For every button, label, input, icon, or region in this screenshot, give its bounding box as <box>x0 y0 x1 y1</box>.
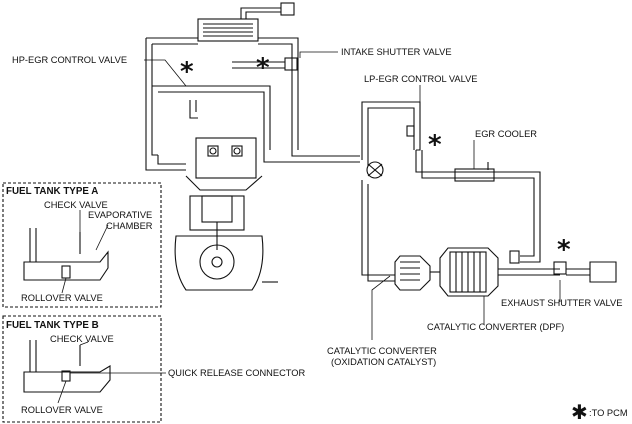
fuel-tank-a-evap-line2: CHAMBER <box>106 221 153 231</box>
leader-lines <box>57 51 561 404</box>
fuel-tank-a-check-valve: CHECK VALVE <box>44 200 108 210</box>
pcm-marker-intake-shutter: * <box>256 53 270 83</box>
exhaust-line <box>394 247 617 297</box>
fuel-tank-b-check-valve: CHECK VALVE <box>50 334 114 344</box>
fuel-tank-a-title: FUEL TANK TYPE A <box>6 186 98 197</box>
legend-pcm-symbol: ✱ <box>571 400 588 424</box>
intake-pipes <box>145 2 360 171</box>
fuel-tank-a-evap-line1: EVAPORATIVE <box>88 210 152 220</box>
turbo-lp-egr <box>361 101 541 282</box>
label-intake-shutter-valve: INTAKE SHUTTER VALVE <box>341 47 452 57</box>
pcm-marker-lp-egr: * <box>428 130 442 160</box>
label-quick-release-connector: QUICK RELEASE CONNECTOR <box>168 368 306 378</box>
label-hp-egr-control-valve: HP-EGR CONTROL VALVE <box>12 55 127 65</box>
label-egr-cooler: EGR COOLER <box>475 129 537 139</box>
label-exhaust-shutter-valve: EXHAUST SHUTTER VALVE <box>501 298 622 308</box>
fuel-tank-a-box <box>2 182 162 308</box>
pcm-marker-exhaust-shutter: * <box>557 235 571 265</box>
fuel-tank-b-title: FUEL TANK TYPE B <box>6 320 99 331</box>
label-catalytic-converter-line2: (OXIDATION CATALYST) <box>331 357 436 367</box>
fuel-tank-b-rollover-valve: ROLLOVER VALVE <box>21 405 103 415</box>
pcm-marker-hp-egr: * <box>180 57 194 87</box>
engine <box>174 137 278 291</box>
label-catalytic-converter-line1: CATALYTIC CONVERTER <box>327 346 437 356</box>
label-lp-egr-control-valve: LP-EGR CONTROL VALVE <box>364 74 477 84</box>
fuel-tank-a-rollover-valve: ROLLOVER VALVE <box>21 293 103 303</box>
label-catalytic-converter-dpf: CATALYTIC CONVERTER (DPF) <box>427 322 564 332</box>
legend-pcm-text: :TO PCM <box>589 408 628 418</box>
